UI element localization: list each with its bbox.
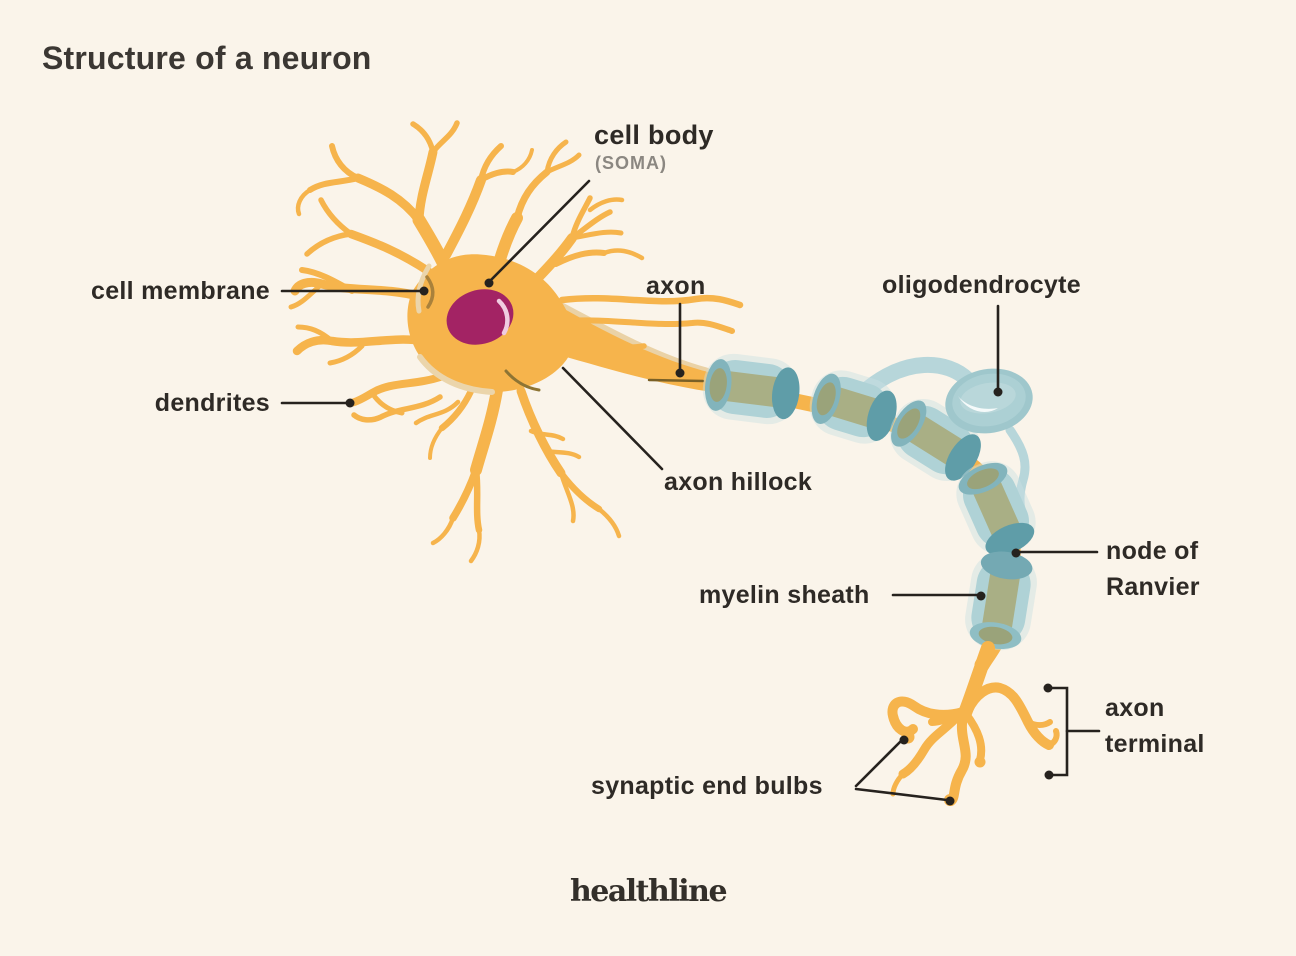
label-axon: axon	[646, 272, 706, 300]
myelin-segment	[809, 370, 897, 444]
label-cell-body: cell body	[594, 120, 714, 150]
label-cell-membrane: cell membrane	[91, 277, 270, 305]
label-synaptic-end-bulbs: synaptic end bulbs	[591, 772, 823, 800]
membrane-detail-arcs	[425, 275, 705, 392]
leader-oligodendrocyte	[993, 304, 1003, 397]
myelin-segment	[965, 551, 1037, 651]
cell-membrane-arc	[425, 275, 435, 309]
leader-axon-terminal-bracket	[1043, 683, 1101, 780]
leader-dendrites	[280, 398, 355, 408]
myelin-segment	[702, 353, 800, 425]
page-title: Structure of a neuron	[42, 40, 372, 76]
label-cell-body-soma: (SOMA)	[595, 153, 667, 173]
leader-myelin-sheath	[891, 591, 986, 601]
leader-node-of-ranvier	[1011, 548, 1099, 558]
label-myelin-sheath: myelin sheath	[699, 581, 870, 609]
leader-synaptic-end-bulbs	[854, 735, 955, 806]
leader-axon-hillock	[561, 366, 664, 471]
axon-terminal-branches	[887, 641, 1060, 806]
leader-cell-body	[484, 179, 591, 288]
nucleus	[446, 289, 514, 345]
leader-axon	[675, 302, 685, 378]
leader-cell-membrane	[280, 286, 429, 296]
leader-lines	[280, 179, 1101, 806]
label-axon-hillock: axon hillock	[664, 468, 813, 496]
axon-inner-line	[647, 378, 705, 383]
healthline-logo: healthline	[569, 874, 728, 909]
axon-hillock-arc	[504, 369, 541, 392]
label-oligodendrocyte: oligodendrocyte	[882, 271, 1081, 299]
label-node-of-ranvier: node of Ranvier	[1106, 537, 1200, 601]
label-dendrites: dendrites	[154, 389, 270, 417]
myelin-segment	[956, 461, 1036, 556]
oligodendrocyte-cell	[945, 368, 1033, 434]
label-axon-terminal: axon terminal	[1105, 694, 1205, 758]
